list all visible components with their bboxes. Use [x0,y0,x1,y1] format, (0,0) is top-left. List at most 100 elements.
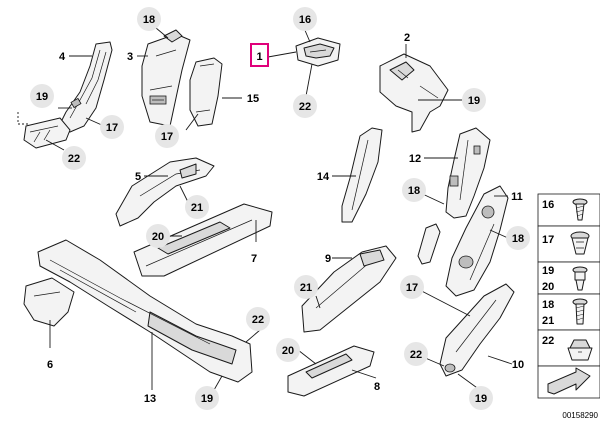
svg-text:20: 20 [152,231,164,243]
svg-text:10: 10 [512,359,524,371]
callout-5[interactable]: 5 [135,171,141,183]
svg-text:7: 7 [251,253,257,265]
fastener-legend: 16 17 19 20 18 21 22 [537,193,600,399]
part-13 [37,239,253,383]
svg-text:5: 5 [135,171,141,183]
callout-22-right[interactable]: 22 [404,342,428,366]
svg-text:8: 8 [374,381,380,393]
callout-18-top[interactable]: 18 [137,7,161,31]
arrow-icon [547,367,591,395]
part-10 [439,283,515,377]
callout-7[interactable]: 7 [251,253,257,265]
part-11 [445,185,509,297]
legend-label-21: 21 [542,315,554,327]
part-8 [287,345,375,397]
part-4 [57,41,113,133]
part-6 [23,277,75,327]
callout-18-mid[interactable]: 18 [402,178,426,202]
svg-text:18: 18 [143,14,155,26]
svg-text:9: 9 [325,253,331,265]
part-11-strip [417,223,441,265]
callout-21-mid[interactable]: 21 [294,275,318,299]
svg-text:2: 2 [404,32,410,44]
callout-12[interactable]: 12 [409,153,421,165]
svg-text:15: 15 [247,93,259,105]
svg-text:18: 18 [408,185,420,197]
part-9 [301,245,397,333]
svg-text:18: 18 [512,233,524,245]
callout-22-left[interactable]: 22 [62,146,86,170]
callout-19-bottom-right[interactable]: 19 [469,386,493,410]
callout-17-left[interactable]: 17 [100,115,124,139]
svg-text:22: 22 [410,349,422,361]
drawing-number: 00158290 [562,411,598,420]
callout-10[interactable]: 10 [512,359,524,371]
part-3 [141,29,191,127]
clip-icon [570,231,590,255]
svg-text:3: 3 [127,51,133,63]
svg-text:22: 22 [68,153,80,165]
svg-text:19: 19 [36,91,48,103]
callout-15[interactable]: 15 [247,93,259,105]
svg-text:4: 4 [59,51,66,63]
svg-text:1: 1 [256,51,262,63]
svg-text:6: 6 [47,359,53,371]
callout-14[interactable]: 14 [317,171,330,183]
part-5 [115,157,215,227]
svg-text:20: 20 [282,345,294,357]
legend-label-18: 18 [542,299,554,311]
callout-2[interactable]: 2 [404,32,410,44]
legend-label-22: 22 [542,335,554,347]
callout-20-left[interactable]: 20 [146,224,170,248]
callout-20-right[interactable]: 20 [276,338,300,362]
svg-text:13: 13 [144,393,156,405]
leader-dashed [17,112,28,125]
callout-3[interactable]: 3 [127,51,133,63]
callout-6[interactable]: 6 [47,359,53,371]
svg-text:21: 21 [300,282,312,294]
svg-text:19: 19 [475,393,487,405]
svg-text:17: 17 [406,282,418,294]
part-15 [189,57,223,127]
part-2 [379,53,449,133]
bolt-icon [572,266,588,291]
svg-text:21: 21 [191,202,203,214]
callout-22-top[interactable]: 22 [293,94,317,118]
svg-text:12: 12 [409,153,421,165]
callout-19-right[interactable]: 19 [462,88,486,112]
legend-label-17: 17 [542,234,554,246]
callout-4[interactable]: 4 [59,51,66,63]
callout-17-mid[interactable]: 17 [155,124,179,148]
legend-label-16: 16 [542,199,554,211]
callout-1-highlighted[interactable]: 1 [250,43,269,67]
svg-text:17: 17 [161,131,173,143]
part-4-base [23,117,71,149]
callout-18-right[interactable]: 18 [506,226,530,250]
callout-21-left[interactable]: 21 [185,195,209,219]
callout-9[interactable]: 9 [325,253,331,265]
callout-11[interactable]: 11 [511,191,523,203]
nut-icon [567,339,593,361]
callout-17-right[interactable]: 17 [400,275,424,299]
callout-13[interactable]: 13 [144,393,156,405]
callout-8[interactable]: 8 [374,381,380,393]
part-14 [341,127,383,223]
callout-19-left[interactable]: 19 [30,84,54,108]
callout-19-bottom-left[interactable]: 19 [195,386,219,410]
legend-label-20: 20 [542,281,554,293]
svg-text:16: 16 [299,14,311,26]
screw-icon [572,198,588,221]
part-1-small-cover [295,37,341,67]
svg-text:11: 11 [511,191,523,203]
part-12 [445,127,491,219]
svg-text:14: 14 [317,171,330,183]
svg-text:22: 22 [252,314,264,326]
part-7 [133,203,273,277]
svg-text:19: 19 [201,393,213,405]
callout-16-top[interactable]: 16 [293,7,317,31]
legend-label-19: 19 [542,265,554,277]
svg-text:17: 17 [106,122,118,134]
callout-22-mid[interactable]: 22 [246,307,270,331]
